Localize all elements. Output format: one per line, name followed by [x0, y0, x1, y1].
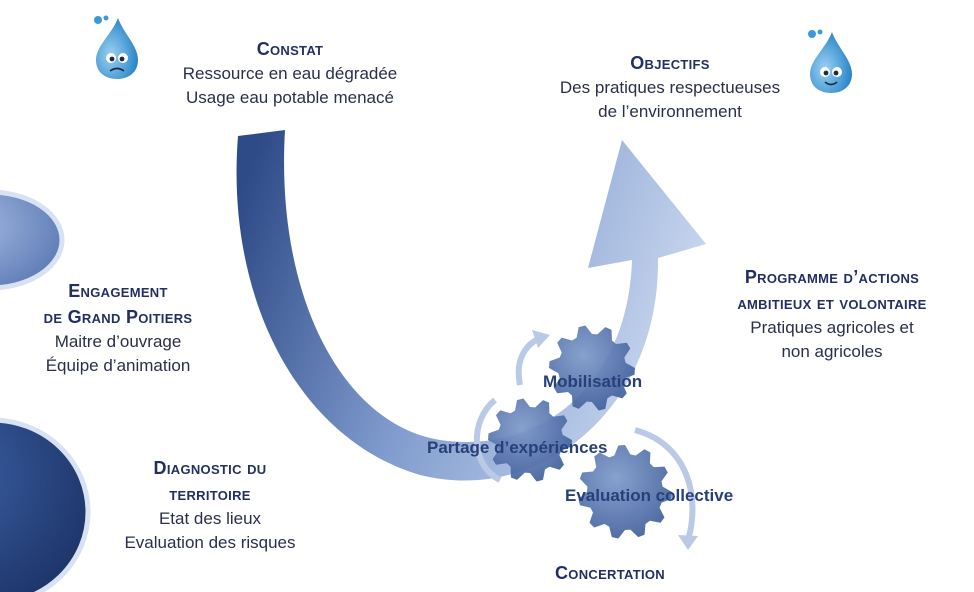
engagement-title-2: de Grand Poitiers: [43, 307, 193, 327]
gear-label-partage: Partage d’expériences: [427, 438, 608, 457]
diagnostic-block: Diagnostic du territoire Etat des lieux …: [90, 455, 330, 555]
gear-icon-mobilisation: [549, 325, 635, 411]
objectifs-line-1: Des pratiques respectueuses: [559, 78, 781, 97]
engagement-line-1: Maitre d’ouvrage: [54, 332, 182, 351]
concertation-title: Concertation: [555, 563, 665, 583]
programme-line-2: non agricoles: [781, 342, 883, 361]
constat-line-1: Ressource en eau dégradée: [182, 64, 398, 83]
constat-line-2: Usage eau potable menacé: [186, 88, 394, 107]
diagnostic-line-2: Evaluation des risques: [124, 533, 296, 552]
constat-title: Constat: [256, 39, 324, 59]
diagnostic-line-1: Etat des lieux: [158, 509, 262, 528]
programme-line-1: Pratiques agricoles et: [750, 318, 914, 337]
concertation-block: Concertation: [500, 560, 720, 586]
sad-water-drop-icon: [94, 15, 138, 79]
left-bubble-top: [0, 189, 65, 291]
gear-label-mobilisation: Mobilisation: [543, 372, 643, 391]
objectifs-block: Objectifs Des pratiques respectueuses de…: [520, 50, 820, 124]
constat-block: Constat Ressource en eau dégradée Usage …: [140, 36, 440, 110]
partage-curve-arrow: [473, 397, 502, 483]
happy-water-drop-icon: [808, 29, 852, 93]
evaluation-curve-arrow: [634, 427, 696, 541]
objectifs-title: Objectifs: [630, 53, 710, 73]
gear-icon-partage: [488, 398, 572, 482]
gear-label-evaluation: Evaluation collective: [565, 486, 734, 505]
left-bubble-bottom: [0, 417, 91, 592]
engagement-block: Engagement de Grand Poitiers Maitre d’ou…: [0, 278, 236, 378]
gear-icon-evaluation: [578, 445, 672, 539]
objectifs-line-2: de l’environnement: [598, 102, 742, 121]
programme-title-1: Programme d’actions: [744, 267, 920, 287]
programme-block: Programme d’actions ambitieux et volonta…: [690, 264, 974, 364]
mobilisation-curve-arrowhead: [532, 330, 550, 348]
programme-title-2: ambitieux et volontaire: [737, 293, 927, 313]
mobilisation-curve-arrow: [515, 335, 542, 386]
engagement-line-2: Équipe d’animation: [45, 356, 191, 375]
diagnostic-title-2: territoire: [169, 484, 251, 504]
engagement-title-1: Engagement: [68, 281, 168, 301]
diagnostic-title-1: Diagnostic du: [153, 458, 267, 478]
evaluation-curve-arrowhead: [678, 535, 698, 550]
